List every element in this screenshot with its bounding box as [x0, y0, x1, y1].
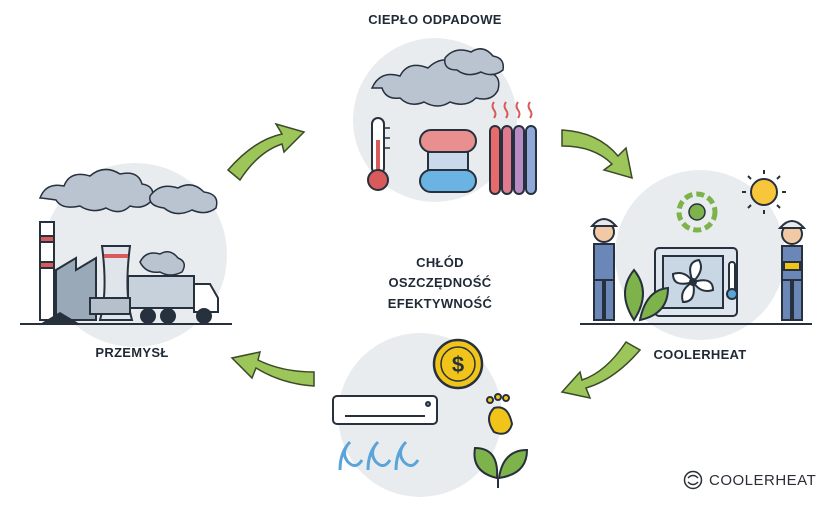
- factory-icon: [39, 221, 97, 321]
- coolerheat-label: COOLERHEAT: [653, 347, 747, 362]
- smoke-icon: [370, 48, 505, 107]
- worker-icon: [589, 218, 619, 321]
- arrow-industry-to-heat: [226, 122, 306, 182]
- coin-icon: $: [432, 338, 484, 390]
- benefit-savings-label: OSZCZĘDNOŚĆ: [388, 275, 492, 290]
- leaf-icon: [624, 268, 670, 322]
- arrow-heat-to-coolerheat: [561, 129, 633, 180]
- coolerheat-group: [580, 170, 812, 340]
- thermometer-icon: [367, 117, 390, 191]
- industry-label: PRZEMYSŁ: [95, 345, 169, 360]
- footprint-icon: [486, 393, 514, 435]
- brand-name: COOLERHEAT: [709, 471, 817, 489]
- arrow-benefits-to-industry: [230, 351, 315, 387]
- industry-group: [20, 163, 232, 347]
- sun-icon: [742, 170, 786, 214]
- benefit-cold-label: CHŁÓD: [416, 255, 464, 270]
- radiator-icon: [419, 101, 537, 195]
- truck-icon: [89, 275, 219, 324]
- arrows: [226, 122, 642, 400]
- air-conditioner-icon: [332, 395, 438, 425]
- leaf-icon: [473, 446, 529, 488]
- gear-icon: [676, 191, 718, 233]
- svg-text:$: $: [452, 352, 464, 377]
- arrow-coolerheat-to-benefits: [560, 341, 642, 400]
- swirl-logo-icon: [683, 470, 703, 490]
- smoke-icon: [38, 168, 218, 276]
- fan-unit-icon: [654, 247, 738, 317]
- benefit-efficiency-label: EFEKTYWNOŚĆ: [387, 296, 493, 311]
- waste-heat-label: CIEPŁO ODPADOWE: [368, 12, 502, 27]
- air-flow-icon: [338, 440, 420, 471]
- waste-heat-group: [353, 38, 537, 202]
- brand-logo: COOLERHEAT: [683, 470, 816, 490]
- worker-icon: [777, 220, 807, 321]
- benefits-group: $: [332, 333, 529, 497]
